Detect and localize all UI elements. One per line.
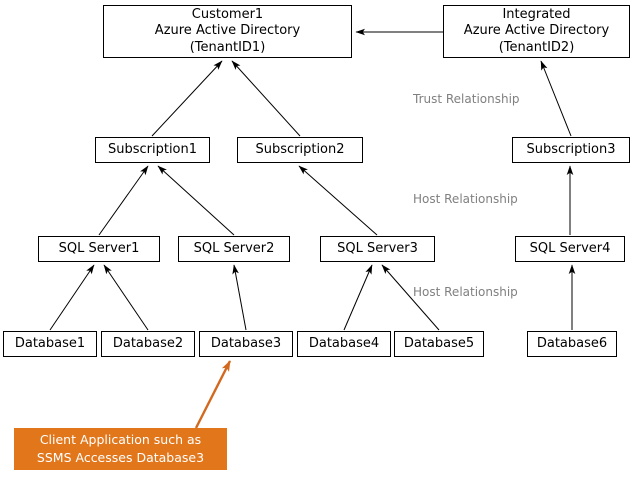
subscription3-label: Subscription3 [526, 141, 616, 157]
database1-label: Database1 [14, 335, 86, 351]
edge-srv3-to-sub2 [298, 165, 378, 236]
tenant2-line-1: Integrated [502, 6, 571, 22]
node-sql-server3[interactable]: SQL Server3 [320, 236, 435, 262]
sql-server2-label: SQL Server2 [193, 240, 275, 256]
node-database2[interactable]: Database2 [101, 331, 195, 357]
database2-label: Database2 [112, 335, 184, 351]
node-database3[interactable]: Database3 [199, 331, 293, 357]
node-subscription1[interactable]: Subscription1 [95, 137, 210, 163]
sql-server4-label: SQL Server4 [529, 240, 611, 256]
edge-label-host-relationship-lower: Host Relationship [413, 285, 518, 299]
node-database4[interactable]: Database4 [297, 331, 391, 357]
edge-srv2-to-sub1 [157, 165, 235, 236]
node-database1[interactable]: Database1 [3, 331, 97, 357]
edge-srv1-to-sub1 [98, 165, 149, 236]
node-subscription2[interactable]: Subscription2 [237, 137, 363, 163]
edge-sub2-to-tenant1 [231, 60, 301, 137]
edge-db3-to-srv2 [232, 264, 247, 331]
edge-db2-to-srv1 [103, 264, 149, 331]
sql-server1-label: SQL Server1 [58, 240, 140, 256]
node-sql-server1[interactable]: SQL Server1 [38, 236, 160, 262]
edge-db1-to-srv1 [49, 264, 95, 331]
subscription2-label: Subscription2 [255, 141, 345, 157]
tenant2-line-2: Azure Active Directory [463, 23, 610, 39]
node-sql-server4[interactable]: SQL Server4 [515, 236, 625, 262]
callout-line-1: Client Application such as [39, 431, 202, 447]
edge-sub3-to-tenant2 [540, 60, 572, 137]
edge-db4-to-srv3 [343, 264, 373, 331]
database3-label: Database3 [210, 335, 282, 351]
edge-label-host-relationship-upper: Host Relationship [413, 192, 518, 206]
node-tenant-customer1[interactable]: Customer1 Azure Active Directory (Tenant… [103, 5, 352, 58]
database6-label: Database6 [536, 335, 608, 351]
sql-server3-label: SQL Server3 [337, 240, 418, 256]
subscription1-label: Subscription1 [107, 141, 198, 157]
edge-sub1-to-tenant1 [151, 60, 223, 137]
node-tenant-integrated[interactable]: Integrated Azure Active Directory (Tenan… [443, 5, 630, 58]
tenant1-line-1: Customer1 [191, 6, 264, 22]
node-database6[interactable]: Database6 [527, 331, 617, 357]
tenant2-line-3: (TenantID2) [498, 39, 575, 55]
node-sql-server2[interactable]: SQL Server2 [178, 236, 290, 262]
callout-client-application[interactable]: Client Application such as SSMS Accesses… [14, 428, 227, 470]
edge-callout-to-db3 [194, 360, 232, 429]
database4-label: Database4 [308, 335, 380, 351]
database5-label: Database5 [403, 335, 475, 351]
edge-label-trust-relationship: Trust Relationship [413, 92, 520, 106]
tenant1-line-2: Azure Active Directory [154, 23, 301, 39]
callout-line-2: SSMS Accesses Database3 [36, 450, 205, 465]
tenant1-line-3: (TenantID1) [189, 39, 266, 55]
node-database5[interactable]: Database5 [394, 331, 484, 357]
node-subscription3[interactable]: Subscription3 [512, 137, 630, 163]
